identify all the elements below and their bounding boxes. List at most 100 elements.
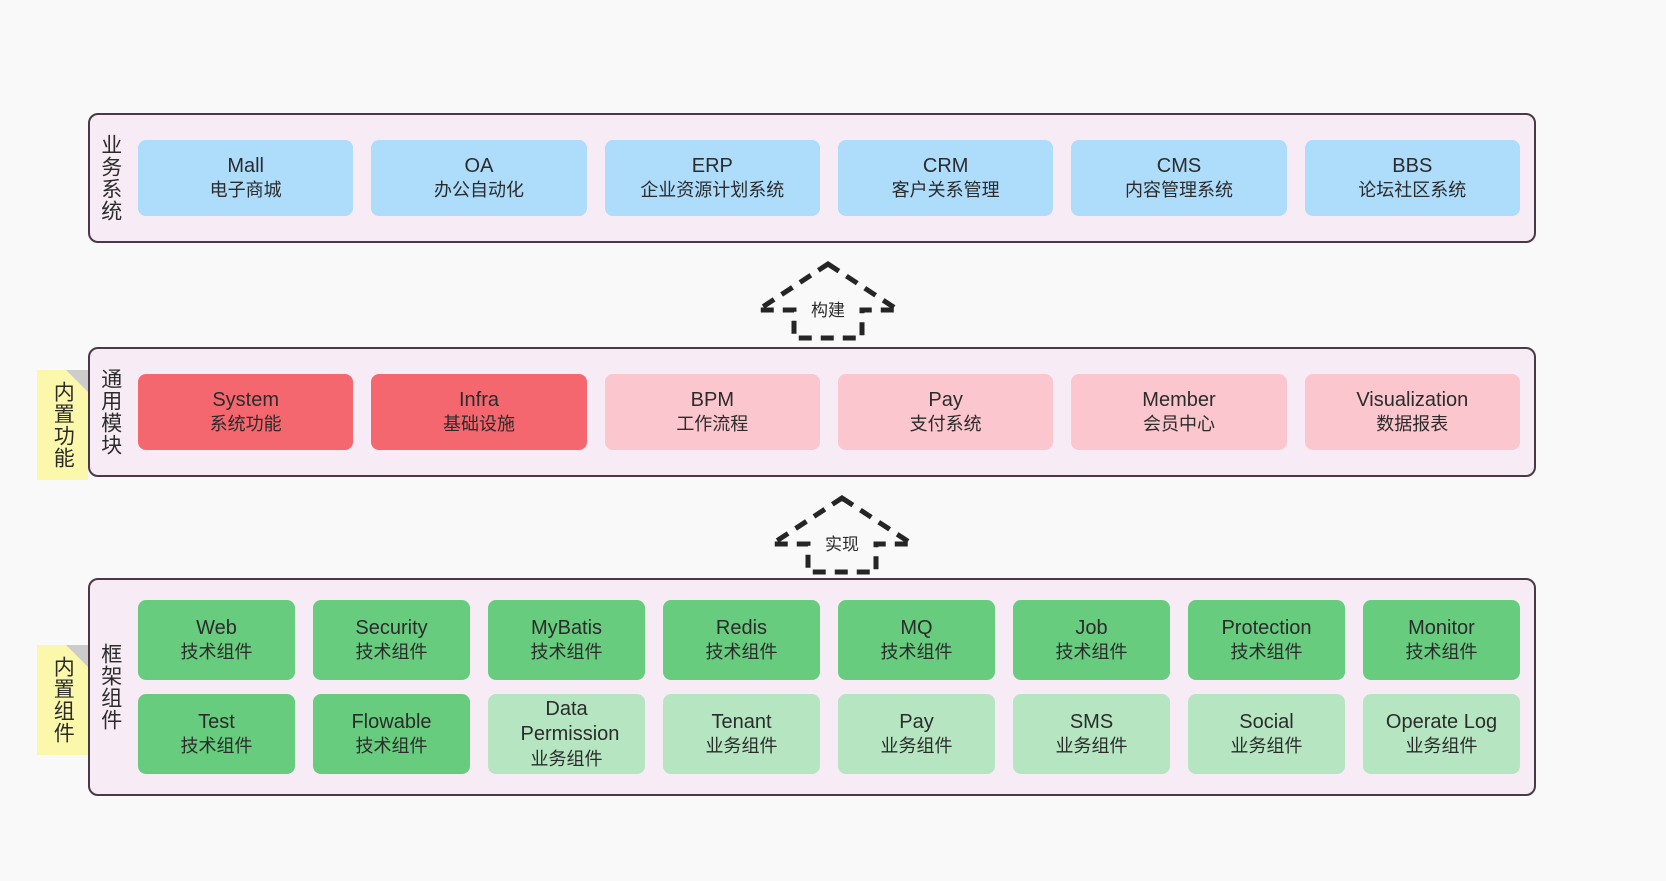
node-redis[interactable]: Redis 技术组件: [663, 600, 820, 680]
note-builtin-component: 内置组件: [37, 645, 88, 755]
node-title: Job: [1075, 616, 1108, 639]
node-mq[interactable]: MQ 技术组件: [838, 600, 995, 680]
node-bpm[interactable]: BPM 工作流程: [604, 374, 820, 450]
node-subtitle: 企业资源计划系统: [640, 180, 785, 201]
node-title: Pay: [899, 710, 934, 733]
layer-common-module: 通用模块 System 系统功能 Infra 基础设施 BPM 工作流程 Pay…: [88, 347, 1536, 477]
node-subtitle: 业务组件: [1230, 736, 1303, 757]
node-visualization[interactable]: Visualization 数据报表: [1304, 374, 1520, 450]
node-title: SMS: [1069, 710, 1114, 733]
node-protection[interactable]: Protection 技术组件: [1188, 600, 1345, 680]
node-subtitle: 办公自动化: [433, 180, 524, 201]
node-title: MyBatis: [530, 616, 603, 639]
node-subtitle: 数据报表: [1376, 414, 1449, 435]
node-subtitle: 支付系统: [909, 414, 982, 435]
node-title: Data Permission: [520, 697, 620, 746]
node-title: OA: [464, 154, 494, 177]
node-pay-biz[interactable]: Pay 业务组件: [838, 694, 995, 774]
node-mall[interactable]: Mall 电子商城: [138, 140, 354, 216]
node-title: Member: [1142, 388, 1216, 411]
node-title: Mall: [227, 154, 264, 177]
connector-label: 构建: [810, 301, 846, 320]
node-subtitle: 技术组件: [180, 736, 253, 757]
node-subtitle: 技术组件: [355, 642, 428, 663]
node-erp[interactable]: ERP 企业资源计划系统: [604, 140, 820, 216]
node-flowable[interactable]: Flowable 技术组件: [313, 694, 470, 774]
node-subtitle: 业务组件: [1405, 736, 1478, 757]
note-label: 内置组件: [51, 656, 75, 744]
node-title: Monitor: [1408, 616, 1475, 639]
node-subtitle: 论坛社区系统: [1358, 180, 1467, 201]
node-title: ERP: [691, 154, 733, 177]
node-crm[interactable]: CRM 客户关系管理: [837, 140, 1054, 216]
node-infra[interactable]: Infra 基础设施: [371, 374, 587, 450]
node-bbs[interactable]: BBS 论坛社区系统: [1304, 140, 1520, 216]
node-subtitle: 技术组件: [1230, 642, 1303, 663]
layer-body-common-module: System 系统功能 Infra 基础设施 BPM 工作流程 Pay 支付系统…: [130, 349, 1534, 475]
block-arrow-up-icon: [752, 261, 904, 341]
layer-title-business-system: 业务系统: [98, 134, 122, 222]
node-test[interactable]: Test 技术组件: [138, 694, 295, 774]
node-title: Visualization: [1356, 388, 1469, 411]
node-job[interactable]: Job 技术组件: [1013, 600, 1170, 680]
node-web[interactable]: Web 技术组件: [138, 600, 295, 680]
note-fold-corner-icon: [66, 645, 88, 667]
node-data-permission[interactable]: Data Permission 业务组件: [488, 694, 645, 774]
node-title: Infra: [458, 388, 499, 411]
layer-body-framework-component: Web 技术组件 Security 技术组件 MyBatis 技术组件 Redi…: [130, 580, 1534, 794]
note-builtin-function: 内置功能: [37, 370, 88, 480]
node-title: MQ: [900, 616, 933, 639]
layer-row: Web 技术组件 Security 技术组件 MyBatis 技术组件 Redi…: [138, 600, 1520, 680]
node-operate-log[interactable]: Operate Log 业务组件: [1363, 694, 1520, 774]
layer-row: Mall 电子商城 OA 办公自动化 ERP 企业资源计划系统 CRM 客户关系…: [138, 140, 1520, 216]
node-cms[interactable]: CMS 内容管理系统: [1071, 140, 1287, 216]
node-subtitle: 内容管理系统: [1124, 180, 1233, 201]
node-title: CMS: [1156, 154, 1202, 177]
node-title: Flowable: [351, 710, 432, 733]
node-tenant[interactable]: Tenant 业务组件: [663, 694, 820, 774]
node-monitor[interactable]: Monitor 技术组件: [1363, 600, 1520, 680]
connector-label-wrap: 构建: [752, 296, 904, 321]
node-subtitle: 电子商城: [209, 180, 282, 201]
node-subtitle: 工作流程: [676, 414, 749, 435]
node-mybatis[interactable]: MyBatis 技术组件: [488, 600, 645, 680]
node-subtitle: 技术组件: [355, 736, 428, 757]
block-arrow-up-icon: [766, 495, 918, 575]
node-title: BBS: [1392, 154, 1433, 177]
node-title: Redis: [715, 616, 768, 639]
node-title: Pay: [928, 388, 963, 411]
node-security[interactable]: Security 技术组件: [313, 600, 470, 680]
node-subtitle: 业务组件: [705, 736, 778, 757]
node-subtitle: 客户关系管理: [891, 180, 1000, 201]
node-subtitle: 技术组件: [880, 642, 953, 663]
layer-row: System 系统功能 Infra 基础设施 BPM 工作流程 Pay 支付系统…: [138, 374, 1520, 450]
node-title: System: [212, 388, 279, 411]
node-subtitle: 技术组件: [1405, 642, 1478, 663]
node-subtitle: 业务组件: [880, 736, 953, 757]
node-subtitle: 会员中心: [1142, 414, 1215, 435]
connector-label: 实现: [824, 535, 860, 554]
node-pay[interactable]: Pay 支付系统: [837, 374, 1054, 450]
layer-framework-component: 框架组件 Web 技术组件 Security 技术组件 MyBatis 技术组件…: [88, 578, 1536, 796]
node-subtitle: 业务组件: [1055, 736, 1128, 757]
node-subtitle: 技术组件: [1055, 642, 1128, 663]
note-fold-corner-icon: [66, 370, 88, 392]
layer-title-common-module: 通用模块: [98, 368, 122, 456]
node-title: Social: [1239, 710, 1294, 733]
note-label: 内置功能: [51, 381, 75, 469]
node-subtitle: 技术组件: [530, 642, 603, 663]
node-system[interactable]: System 系统功能: [138, 374, 354, 450]
node-subtitle: 系统功能: [209, 414, 282, 435]
connector-implement-arrow: 实现: [766, 492, 918, 578]
node-title: Operate Log: [1385, 710, 1498, 733]
connector-label-wrap: 实现: [766, 530, 918, 555]
node-member[interactable]: Member 会员中心: [1071, 374, 1287, 450]
node-social[interactable]: Social 业务组件: [1188, 694, 1345, 774]
node-subtitle: 技术组件: [180, 642, 253, 663]
layer-business-system: 业务系统 Mall 电子商城 OA 办公自动化 ERP 企业资源计划系统 CRM…: [88, 113, 1536, 243]
node-title: BPM: [690, 388, 734, 411]
node-sms[interactable]: SMS 业务组件: [1013, 694, 1170, 774]
layer-row: Test 技术组件 Flowable 技术组件 Data Permission …: [138, 694, 1520, 774]
node-oa[interactable]: OA 办公自动化: [371, 140, 587, 216]
